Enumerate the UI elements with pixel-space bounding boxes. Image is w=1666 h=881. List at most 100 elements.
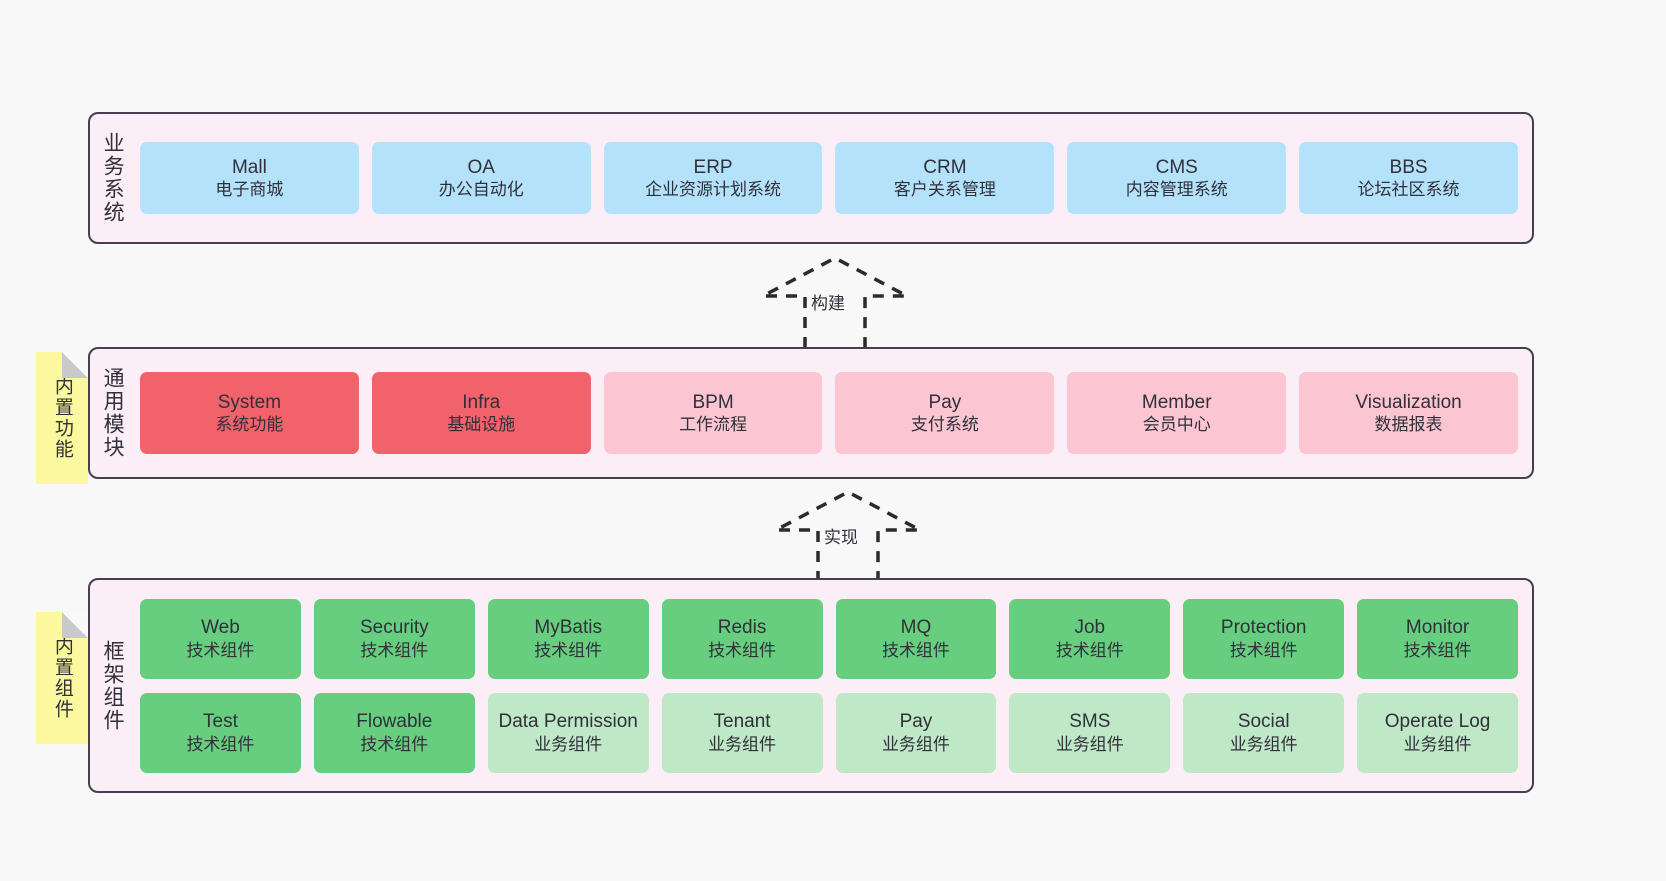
connector-implement: 实现 bbox=[768, 490, 928, 582]
layer-common-modules: 通用模块 System 系统功能 Infra 基础设施 BPM 工作流程 Pay… bbox=[88, 347, 1534, 479]
generalization-arrow-icon bbox=[762, 256, 908, 348]
card-tenant[interactable]: Tenant 业务组件 bbox=[661, 692, 823, 773]
card-test[interactable]: Test 技术组件 bbox=[140, 692, 301, 773]
card-flowable[interactable]: Flowable 技术组件 bbox=[313, 692, 475, 773]
card-title: Monitor bbox=[1405, 617, 1470, 639]
card-title: Visualization bbox=[1355, 391, 1462, 413]
card-subtitle: 会员中心 bbox=[1142, 415, 1211, 435]
card-subtitle: 论坛社区系统 bbox=[1357, 180, 1460, 200]
layer-body-framework-components: Web 技术组件 Security 技术组件 MyBatis 技术组件 Redi… bbox=[134, 580, 1532, 791]
layer-title-business-systems: 业务系统 bbox=[101, 132, 125, 224]
card-mall[interactable]: Mall 电子商城 bbox=[140, 142, 359, 214]
card-row: Web 技术组件 Security 技术组件 MyBatis 技术组件 Redi… bbox=[140, 598, 1518, 679]
connector-build: 构建 bbox=[755, 256, 915, 348]
card-title: Web bbox=[201, 617, 240, 639]
card-bbs[interactable]: BBS 论坛社区系统 bbox=[1299, 142, 1518, 214]
card-title: Mall bbox=[231, 156, 267, 178]
card-subtitle: 技术组件 bbox=[360, 640, 429, 660]
note-builtin-functions: 内置功能 bbox=[36, 352, 88, 484]
card-subtitle: 技术组件 bbox=[534, 640, 603, 660]
card-visualization[interactable]: Visualization 数据报表 bbox=[1299, 372, 1518, 454]
card-subtitle: 业务组件 bbox=[708, 734, 777, 754]
card-title: Pay bbox=[899, 711, 933, 733]
card-infra[interactable]: Infra 基础设施 bbox=[371, 372, 591, 454]
card-subtitle: 内容管理系统 bbox=[1125, 180, 1228, 200]
card-subtitle: 技术组件 bbox=[1403, 640, 1472, 660]
card-title: MQ bbox=[900, 617, 932, 639]
layer-title-framework-components: 框架组件 bbox=[101, 639, 125, 732]
card-title: MyBatis bbox=[534, 617, 602, 639]
card-pay-component[interactable]: Pay 业务组件 bbox=[835, 692, 997, 773]
note-label: 内置功能 bbox=[51, 376, 73, 460]
card-system[interactable]: System 系统功能 bbox=[140, 372, 359, 454]
card-subtitle: 工作流程 bbox=[679, 415, 748, 435]
card-mybatis[interactable]: MyBatis 技术组件 bbox=[487, 598, 649, 679]
card-operate-log[interactable]: Operate Log 业务组件 bbox=[1357, 692, 1518, 773]
card-title: Protection bbox=[1220, 617, 1307, 639]
card-title: CMS bbox=[1155, 156, 1198, 178]
card-member[interactable]: Member 会员中心 bbox=[1067, 372, 1287, 454]
card-title: Social bbox=[1237, 711, 1290, 733]
card-security[interactable]: Security 技术组件 bbox=[313, 598, 475, 679]
layer-title-common-modules: 通用模块 bbox=[101, 367, 125, 459]
card-row: System 系统功能 Infra 基础设施 BPM 工作流程 Pay 支付系统… bbox=[140, 372, 1518, 454]
card-cms[interactable]: CMS 内容管理系统 bbox=[1067, 142, 1287, 214]
card-title: Member bbox=[1141, 391, 1212, 413]
card-subtitle: 业务组件 bbox=[881, 734, 950, 754]
card-monitor[interactable]: Monitor 技术组件 bbox=[1357, 598, 1518, 679]
layer-body-business-systems: Mall 电子商城 OA 办公自动化 ERP 企业资源计划系统 CRM 客户关系… bbox=[134, 114, 1532, 242]
card-data-permission[interactable]: Data Permission 业务组件 bbox=[487, 692, 649, 773]
card-subtitle: 技术组件 bbox=[708, 640, 777, 660]
card-title: BPM bbox=[692, 391, 734, 413]
card-web[interactable]: Web 技术组件 bbox=[140, 598, 301, 679]
layer-framework-components: 框架组件 Web 技术组件 Security 技术组件 MyBatis 技术组件… bbox=[88, 578, 1534, 793]
card-row: Test 技术组件 Flowable 技术组件 Data Permission … bbox=[140, 692, 1518, 773]
card-title: CRM bbox=[923, 156, 967, 178]
card-subtitle: 企业资源计划系统 bbox=[645, 180, 782, 200]
card-subtitle: 支付系统 bbox=[910, 415, 979, 435]
card-subtitle: 技术组件 bbox=[186, 640, 255, 660]
card-subtitle: 办公自动化 bbox=[438, 180, 524, 200]
connector-label-build: 构建 bbox=[811, 294, 845, 313]
card-subtitle: 基础设施 bbox=[447, 415, 516, 435]
card-title: OA bbox=[467, 156, 495, 178]
card-title: BBS bbox=[1389, 156, 1428, 178]
card-subtitle: 系统功能 bbox=[215, 415, 284, 435]
note-label: 内置组件 bbox=[51, 636, 73, 720]
card-pay-module[interactable]: Pay 支付系统 bbox=[835, 372, 1055, 454]
card-title: Infra bbox=[462, 391, 501, 413]
card-title: Pay bbox=[928, 391, 962, 413]
card-job[interactable]: Job 技术组件 bbox=[1009, 598, 1171, 679]
card-title: Test bbox=[203, 711, 238, 733]
card-title: Job bbox=[1074, 617, 1106, 639]
card-title: Data Permission bbox=[498, 711, 638, 733]
layer-body-common-modules: System 系统功能 Infra 基础设施 BPM 工作流程 Pay 支付系统… bbox=[134, 349, 1532, 477]
card-title: Operate Log bbox=[1384, 711, 1491, 733]
card-row: Mall 电子商城 OA 办公自动化 ERP 企业资源计划系统 CRM 客户关系… bbox=[140, 142, 1518, 214]
card-subtitle: 技术组件 bbox=[360, 734, 429, 754]
card-crm[interactable]: CRM 客户关系管理 bbox=[835, 142, 1055, 214]
card-subtitle: 技术组件 bbox=[186, 734, 255, 754]
layer-business-systems: 业务系统 Mall 电子商城 OA 办公自动化 ERP 企业资源计划系统 CRM… bbox=[88, 112, 1534, 244]
card-subtitle: 业务组件 bbox=[534, 734, 603, 754]
card-subtitle: 技术组件 bbox=[1229, 640, 1298, 660]
card-subtitle: 业务组件 bbox=[1229, 734, 1298, 754]
card-title: SMS bbox=[1069, 711, 1111, 733]
card-subtitle: 业务组件 bbox=[1403, 734, 1472, 754]
card-title: Tenant bbox=[713, 711, 771, 733]
card-subtitle: 技术组件 bbox=[881, 640, 950, 660]
card-sms[interactable]: SMS 业务组件 bbox=[1009, 692, 1171, 773]
card-subtitle: 客户关系管理 bbox=[893, 180, 996, 200]
card-erp[interactable]: ERP 企业资源计划系统 bbox=[603, 142, 823, 214]
card-title: System bbox=[217, 391, 282, 413]
card-subtitle: 数据报表 bbox=[1374, 415, 1443, 435]
card-redis[interactable]: Redis 技术组件 bbox=[661, 598, 823, 679]
card-oa[interactable]: OA 办公自动化 bbox=[371, 142, 591, 214]
card-bpm[interactable]: BPM 工作流程 bbox=[603, 372, 823, 454]
card-social[interactable]: Social 业务组件 bbox=[1183, 692, 1345, 773]
card-mq[interactable]: MQ 技术组件 bbox=[835, 598, 997, 679]
card-subtitle: 业务组件 bbox=[1055, 734, 1124, 754]
card-protection[interactable]: Protection 技术组件 bbox=[1183, 598, 1345, 679]
note-builtin-components: 内置组件 bbox=[36, 612, 88, 744]
